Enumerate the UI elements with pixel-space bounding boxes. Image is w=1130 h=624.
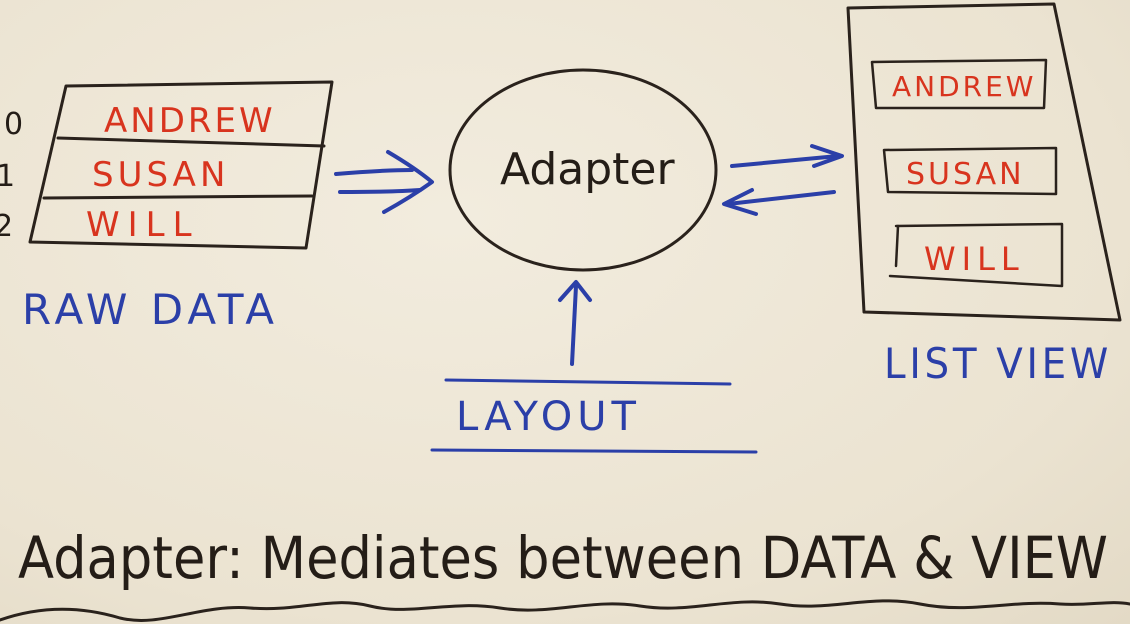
raw-item-andrew: ANDREW: [104, 101, 276, 141]
adapter-listview-arrows: [722, 144, 844, 216]
raw-index-2: 2: [0, 209, 13, 244]
adapter-label: Adapter: [500, 144, 675, 195]
data-to-adapter-arrow: [334, 150, 434, 214]
caption-wavy-underline: [0, 599, 1130, 622]
raw-item-will: WILL: [86, 205, 200, 245]
raw-index-0: 0: [4, 107, 23, 142]
raw-data-label: RAW DATA: [22, 285, 279, 334]
raw-data-items: ANDREW SUSAN WILL: [86, 101, 276, 245]
raw-data-indices: 0 1 2: [0, 107, 23, 244]
list-view-frame: [846, 2, 1122, 322]
list-view-label: LIST VIEW: [884, 339, 1112, 388]
raw-index-1: 1: [0, 159, 15, 194]
adapter-node: Adapter: [448, 68, 718, 272]
list-item-andrew: ANDREW: [892, 70, 1037, 103]
caption-text: Adapter: Mediates between DATA & VIEW: [18, 524, 1108, 592]
raw-item-susan: SUSAN: [92, 155, 229, 195]
layout-label: LAYOUT: [456, 394, 641, 440]
list-item-susan: SUSAN: [906, 157, 1025, 192]
layout-to-adapter-arrow: [558, 280, 592, 366]
list-view-items: ANDREW SUSAN WILL: [892, 70, 1037, 278]
layout-node: LAYOUT: [430, 378, 758, 454]
raw-data-table: [28, 80, 334, 250]
list-item-will: WILL: [924, 240, 1025, 278]
